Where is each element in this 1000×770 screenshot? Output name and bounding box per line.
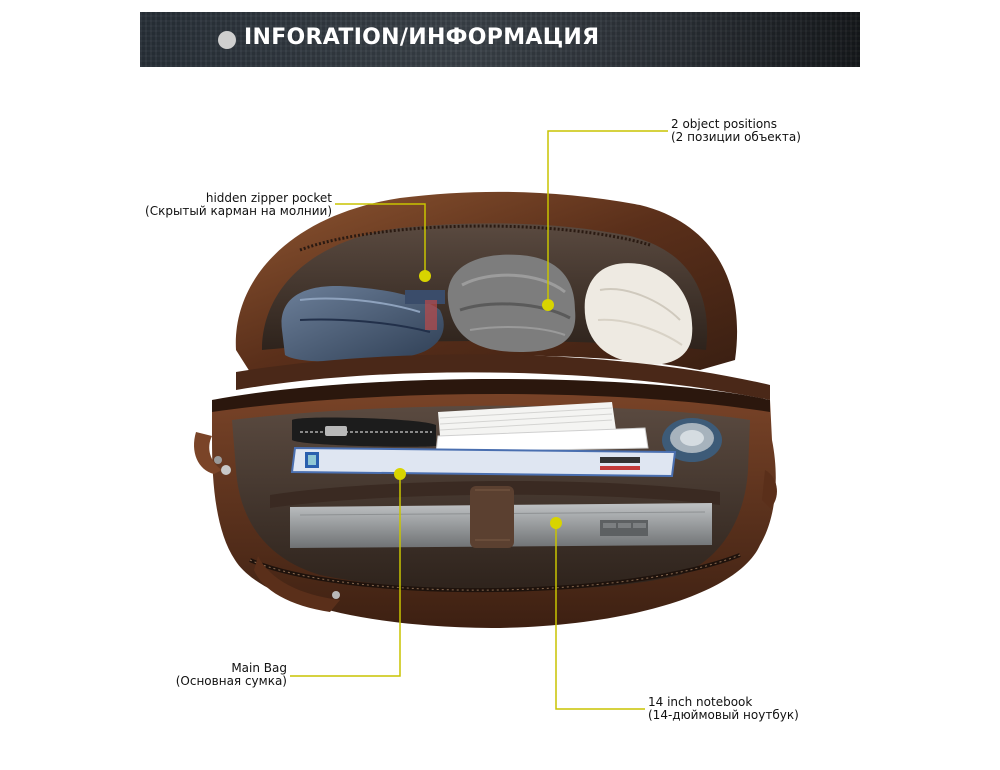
front-pocket — [254, 556, 340, 612]
jeans-roll — [281, 285, 444, 362]
document-folder — [290, 446, 677, 478]
header-banner: INFORATION/ИНФОРМАЦИЯ — [140, 12, 860, 67]
callout-object-positions-en: 2 object positions — [671, 117, 778, 131]
right-strap — [762, 470, 777, 508]
leader-line-main-bag — [290, 474, 401, 677]
zip-pouch — [292, 417, 436, 447]
page-title: INFORATION/ИНФОРМАЦИЯ — [244, 25, 600, 50]
bullet-dot-icon — [218, 31, 236, 49]
main-bag-rim — [212, 379, 770, 412]
callout-notebook: 14 inch notebook (14-дюймовый ноутбук) — [648, 696, 799, 722]
leader-line-object-positions — [547, 130, 668, 305]
leader-dot-hidden-pocket — [419, 270, 431, 282]
callout-notebook-ru: (14-дюймовый ноутбук) — [648, 708, 799, 722]
callout-hidden-pocket-ru: (Скрытый карман на молнии) — [145, 204, 332, 218]
leader-dot-main-bag — [394, 468, 406, 480]
upper-zipper — [299, 224, 651, 252]
leader-line-notebook — [555, 523, 645, 710]
callout-hidden-pocket-en: hidden zipper pocket — [205, 191, 332, 205]
leader-dots — [394, 270, 562, 529]
callout-object-positions-ru: (2 позиции объекта) — [671, 130, 801, 144]
middle-divider — [236, 354, 770, 400]
callout-main-bag-en: Main Bag — [231, 661, 287, 675]
callout-notebook-en: 14 inch notebook — [648, 695, 753, 709]
callout-main-bag: Main Bag (Основная сумка) — [176, 662, 287, 688]
callout-main-bag-ru: (Основная сумка) — [175, 674, 287, 688]
side-strap-loop — [194, 432, 222, 474]
leader-dot-object-positions — [542, 299, 554, 311]
banner-texture — [140, 12, 860, 67]
leader-lines — [290, 130, 668, 710]
callout-hidden-pocket: hidden zipper pocket (Скрытый карман на … — [145, 192, 332, 218]
laptop-strap — [470, 486, 514, 548]
leader-line-hidden-pocket — [335, 203, 426, 276]
callout-object-positions: 2 object positions (2 позиции объекта) — [671, 118, 801, 144]
leader-dot-notebook — [550, 517, 562, 529]
